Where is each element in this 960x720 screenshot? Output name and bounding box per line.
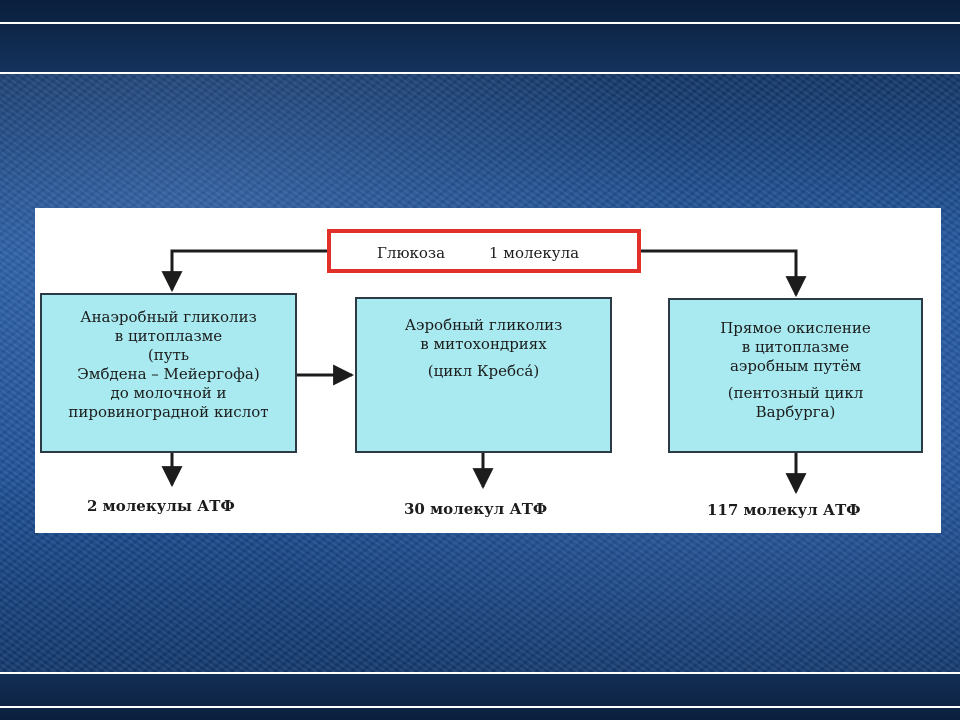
box-line: до молочной и (110, 384, 227, 402)
glucose-label: Глюкоза (377, 244, 446, 262)
box-line: (путь (147, 346, 190, 364)
arrows-layer (161, 249, 807, 495)
box-line: Эмбдена – Мейергофа) (77, 365, 260, 383)
box-line: пировиноградной кислот (68, 403, 269, 421)
box-line: Прямое окисление (720, 319, 871, 337)
aerobic-glycolysis-box: Аэробный гликолиз в митохондриях (цикл К… (355, 297, 612, 453)
box-line: в цитоплазме (114, 327, 223, 345)
glucose-amount: 1 молекула (489, 244, 580, 262)
box-line: Аэробный гликолиз (404, 316, 563, 334)
result-direct-oxidation: 117 молекул АТФ (707, 501, 861, 519)
top-rule-upper (0, 22, 960, 24)
top-rule-lower (0, 72, 960, 74)
result-aerobic: 30 молекул АТФ (404, 500, 548, 518)
box-line: Варбурга) (755, 403, 836, 421)
result-anaerobic: 2 молекулы АТФ (87, 497, 235, 515)
bottom-rule-upper (0, 672, 960, 674)
anaerobic-glycolysis-box: Анаэробный гликолиз в цитоплазме (путь Э… (40, 293, 297, 453)
glucose-box: Глюкоза 1 молекула (327, 229, 641, 273)
arrow-glucose-to-anaerobic (161, 249, 327, 293)
direct-oxidation-box: Прямое окисление в цитоплазме аэробным п… (668, 298, 923, 453)
arrow-glucose-to-direct-oxidation (641, 249, 807, 298)
bottom-band (0, 672, 960, 720)
box-line: в цитоплазме (741, 338, 850, 356)
diagram-panel: Глюкоза 1 молекула Анаэробный гликолиз в… (35, 208, 941, 533)
box-line: (пентозный цикл (727, 384, 864, 402)
box-line: Анаэробный гликолиз (80, 308, 257, 326)
box-line: аэробным путём (729, 357, 862, 375)
bottom-rule-lower (0, 706, 960, 708)
box-line: в митохондриях (420, 335, 547, 353)
top-band (0, 0, 960, 74)
box-line: (цикл Кребса́) (427, 362, 540, 380)
